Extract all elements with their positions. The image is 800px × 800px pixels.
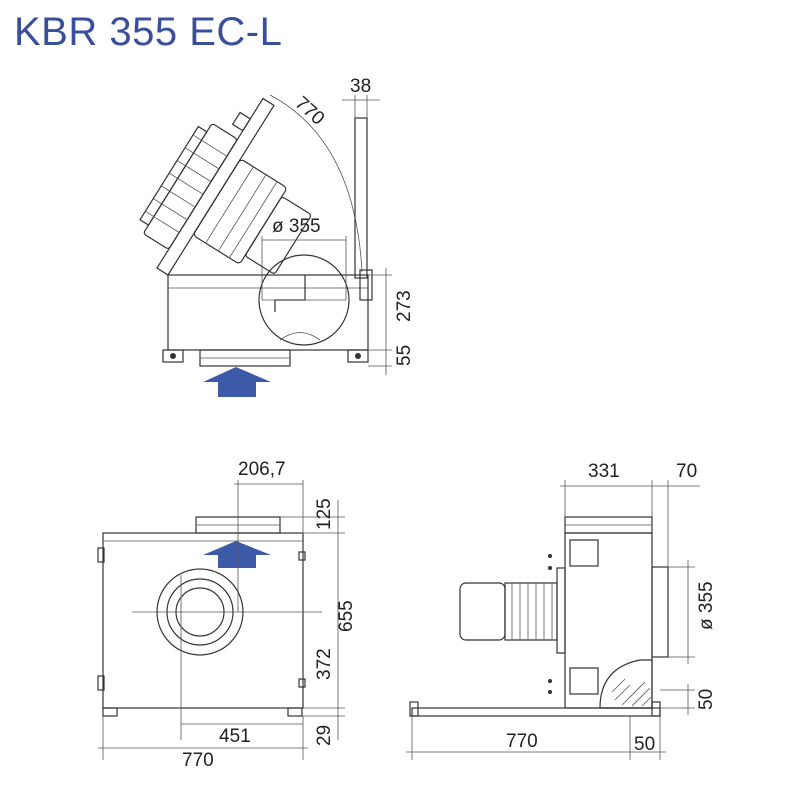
housing-box <box>167 274 369 351</box>
front-foot-right <box>287 707 303 717</box>
dim-331: 331 <box>588 461 620 482</box>
dim-372: 372 <box>314 648 335 680</box>
outlet-circle <box>258 254 350 346</box>
dim-770-side: 770 <box>506 731 538 752</box>
dim-38-top: 38 <box>350 76 371 97</box>
side-scroll <box>599 659 653 709</box>
dim-50-side-right: 50 <box>696 689 717 710</box>
dim-50-side-bottom: 50 <box>634 734 655 755</box>
dim-770-front: 770 <box>182 750 214 771</box>
swing-arc <box>269 94 363 273</box>
front-view: 206,7 125 655 372 29 451 770 <box>97 459 357 771</box>
side-housing <box>564 532 653 709</box>
mount-post <box>354 117 368 279</box>
foot-right <box>347 349 369 363</box>
product-title: KBR 355 EC-L <box>14 10 283 54</box>
dim-125: 125 <box>314 498 335 530</box>
dim-55: 55 <box>394 345 415 366</box>
dim-206-7: 206,7 <box>238 459 286 480</box>
side-motor <box>459 582 506 641</box>
dim-451: 451 <box>219 726 251 747</box>
dim-dia-355-top: ø 355 <box>272 216 321 237</box>
airflow-arrow-front <box>203 541 271 568</box>
front-foot-left <box>102 707 118 717</box>
side-view: 331 70 ø 355 50 770 50 <box>406 461 717 760</box>
foot-left <box>162 349 184 363</box>
dim-273: 273 <box>394 290 415 322</box>
tilted-lid <box>139 97 312 276</box>
dim-770-arc: 770 <box>291 93 329 130</box>
front-housing <box>102 532 304 709</box>
dim-70: 70 <box>676 461 697 482</box>
dim-29: 29 <box>314 725 335 746</box>
side-outlet <box>651 566 669 658</box>
dim-655: 655 <box>336 600 357 632</box>
side-base <box>411 707 661 717</box>
airflow-arrow-top <box>203 367 271 397</box>
top-view: 38 770 ø 355 273 55 <box>139 76 415 397</box>
dim-dia-355-side: ø 355 <box>696 581 717 630</box>
